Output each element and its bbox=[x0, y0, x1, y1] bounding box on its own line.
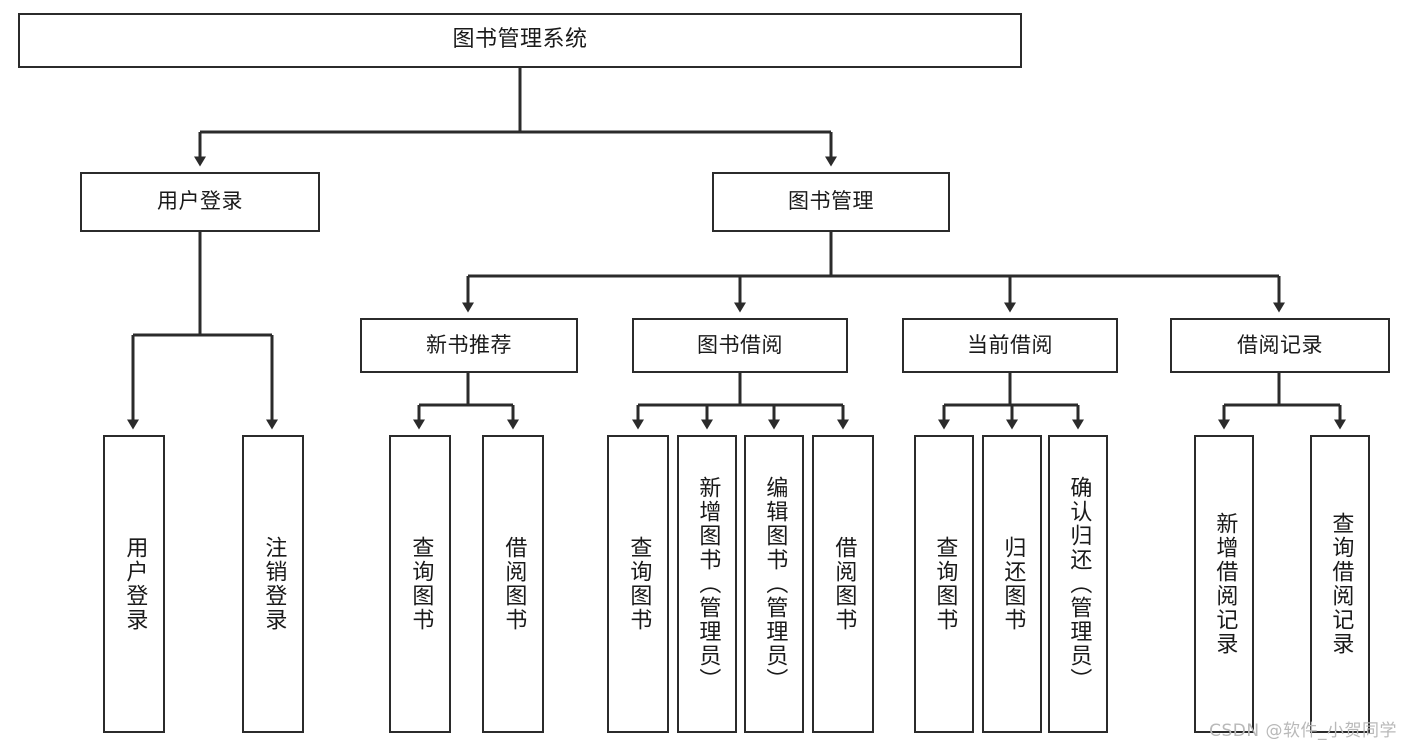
leaf-add-book-admin[interactable]: 新增图书（管理员） bbox=[677, 435, 737, 733]
node-new-book-recommend-label: 新书推荐 bbox=[426, 332, 512, 357]
node-root[interactable]: 图书管理系统 bbox=[18, 13, 1022, 68]
leaf-borrow-book-label: 借阅图书 bbox=[831, 536, 857, 632]
leaf-add-borrow-record-label: 新增借阅记录 bbox=[1212, 512, 1238, 656]
leaf-query-book-recommend-label: 查询图书 bbox=[408, 536, 434, 632]
leaf-confirm-return-admin[interactable]: 确认归还（管理员） bbox=[1048, 435, 1108, 733]
leaf-user-logout-label: 注销登录 bbox=[261, 536, 287, 632]
node-root-label: 图书管理系统 bbox=[452, 27, 588, 53]
leaf-query-book-current[interactable]: 查询图书 bbox=[914, 435, 974, 733]
leaf-query-book-borrow-label: 查询图书 bbox=[626, 536, 652, 632]
node-current-borrow[interactable]: 当前借阅 bbox=[902, 318, 1118, 373]
leaf-query-book-recommend[interactable]: 查询图书 bbox=[389, 435, 451, 733]
leaf-borrow-book-recommend-label: 借阅图书 bbox=[501, 536, 527, 632]
leaf-edit-book-admin-label: 编辑图书（管理员） bbox=[762, 476, 788, 692]
leaf-edit-book-admin[interactable]: 编辑图书（管理员） bbox=[744, 435, 804, 733]
leaf-return-book[interactable]: 归还图书 bbox=[982, 435, 1042, 733]
leaf-add-borrow-record[interactable]: 新增借阅记录 bbox=[1194, 435, 1254, 733]
watermark-text: CSDN @软件_小贺同学 bbox=[1209, 721, 1397, 741]
leaf-confirm-return-admin-label: 确认归还（管理员） bbox=[1066, 476, 1092, 692]
node-book-borrow-label: 图书借阅 bbox=[697, 332, 783, 357]
node-new-book-recommend[interactable]: 新书推荐 bbox=[360, 318, 578, 373]
leaf-borrow-book[interactable]: 借阅图书 bbox=[812, 435, 874, 733]
node-borrow-record[interactable]: 借阅记录 bbox=[1170, 318, 1390, 373]
node-borrow-record-label: 借阅记录 bbox=[1237, 332, 1323, 357]
leaf-add-book-admin-label: 新增图书（管理员） bbox=[695, 476, 721, 692]
leaf-query-book-current-label: 查询图书 bbox=[932, 536, 958, 632]
leaf-borrow-book-recommend[interactable]: 借阅图书 bbox=[482, 435, 544, 733]
leaf-user-login-label: 用户登录 bbox=[122, 536, 148, 632]
leaf-return-book-label: 归还图书 bbox=[1000, 536, 1026, 632]
node-current-borrow-label: 当前借阅 bbox=[967, 332, 1053, 357]
leaf-query-borrow-record-label: 查询借阅记录 bbox=[1328, 512, 1354, 656]
node-user-login-label: 用户登录 bbox=[157, 189, 243, 214]
leaf-query-book-borrow[interactable]: 查询图书 bbox=[607, 435, 669, 733]
node-user-login[interactable]: 用户登录 bbox=[80, 172, 320, 232]
leaf-user-logout[interactable]: 注销登录 bbox=[242, 435, 304, 733]
leaf-user-login[interactable]: 用户登录 bbox=[103, 435, 165, 733]
node-book-borrow[interactable]: 图书借阅 bbox=[632, 318, 848, 373]
leaf-query-borrow-record[interactable]: 查询借阅记录 bbox=[1310, 435, 1370, 733]
node-book-management[interactable]: 图书管理 bbox=[712, 172, 950, 232]
node-book-management-label: 图书管理 bbox=[788, 189, 874, 214]
